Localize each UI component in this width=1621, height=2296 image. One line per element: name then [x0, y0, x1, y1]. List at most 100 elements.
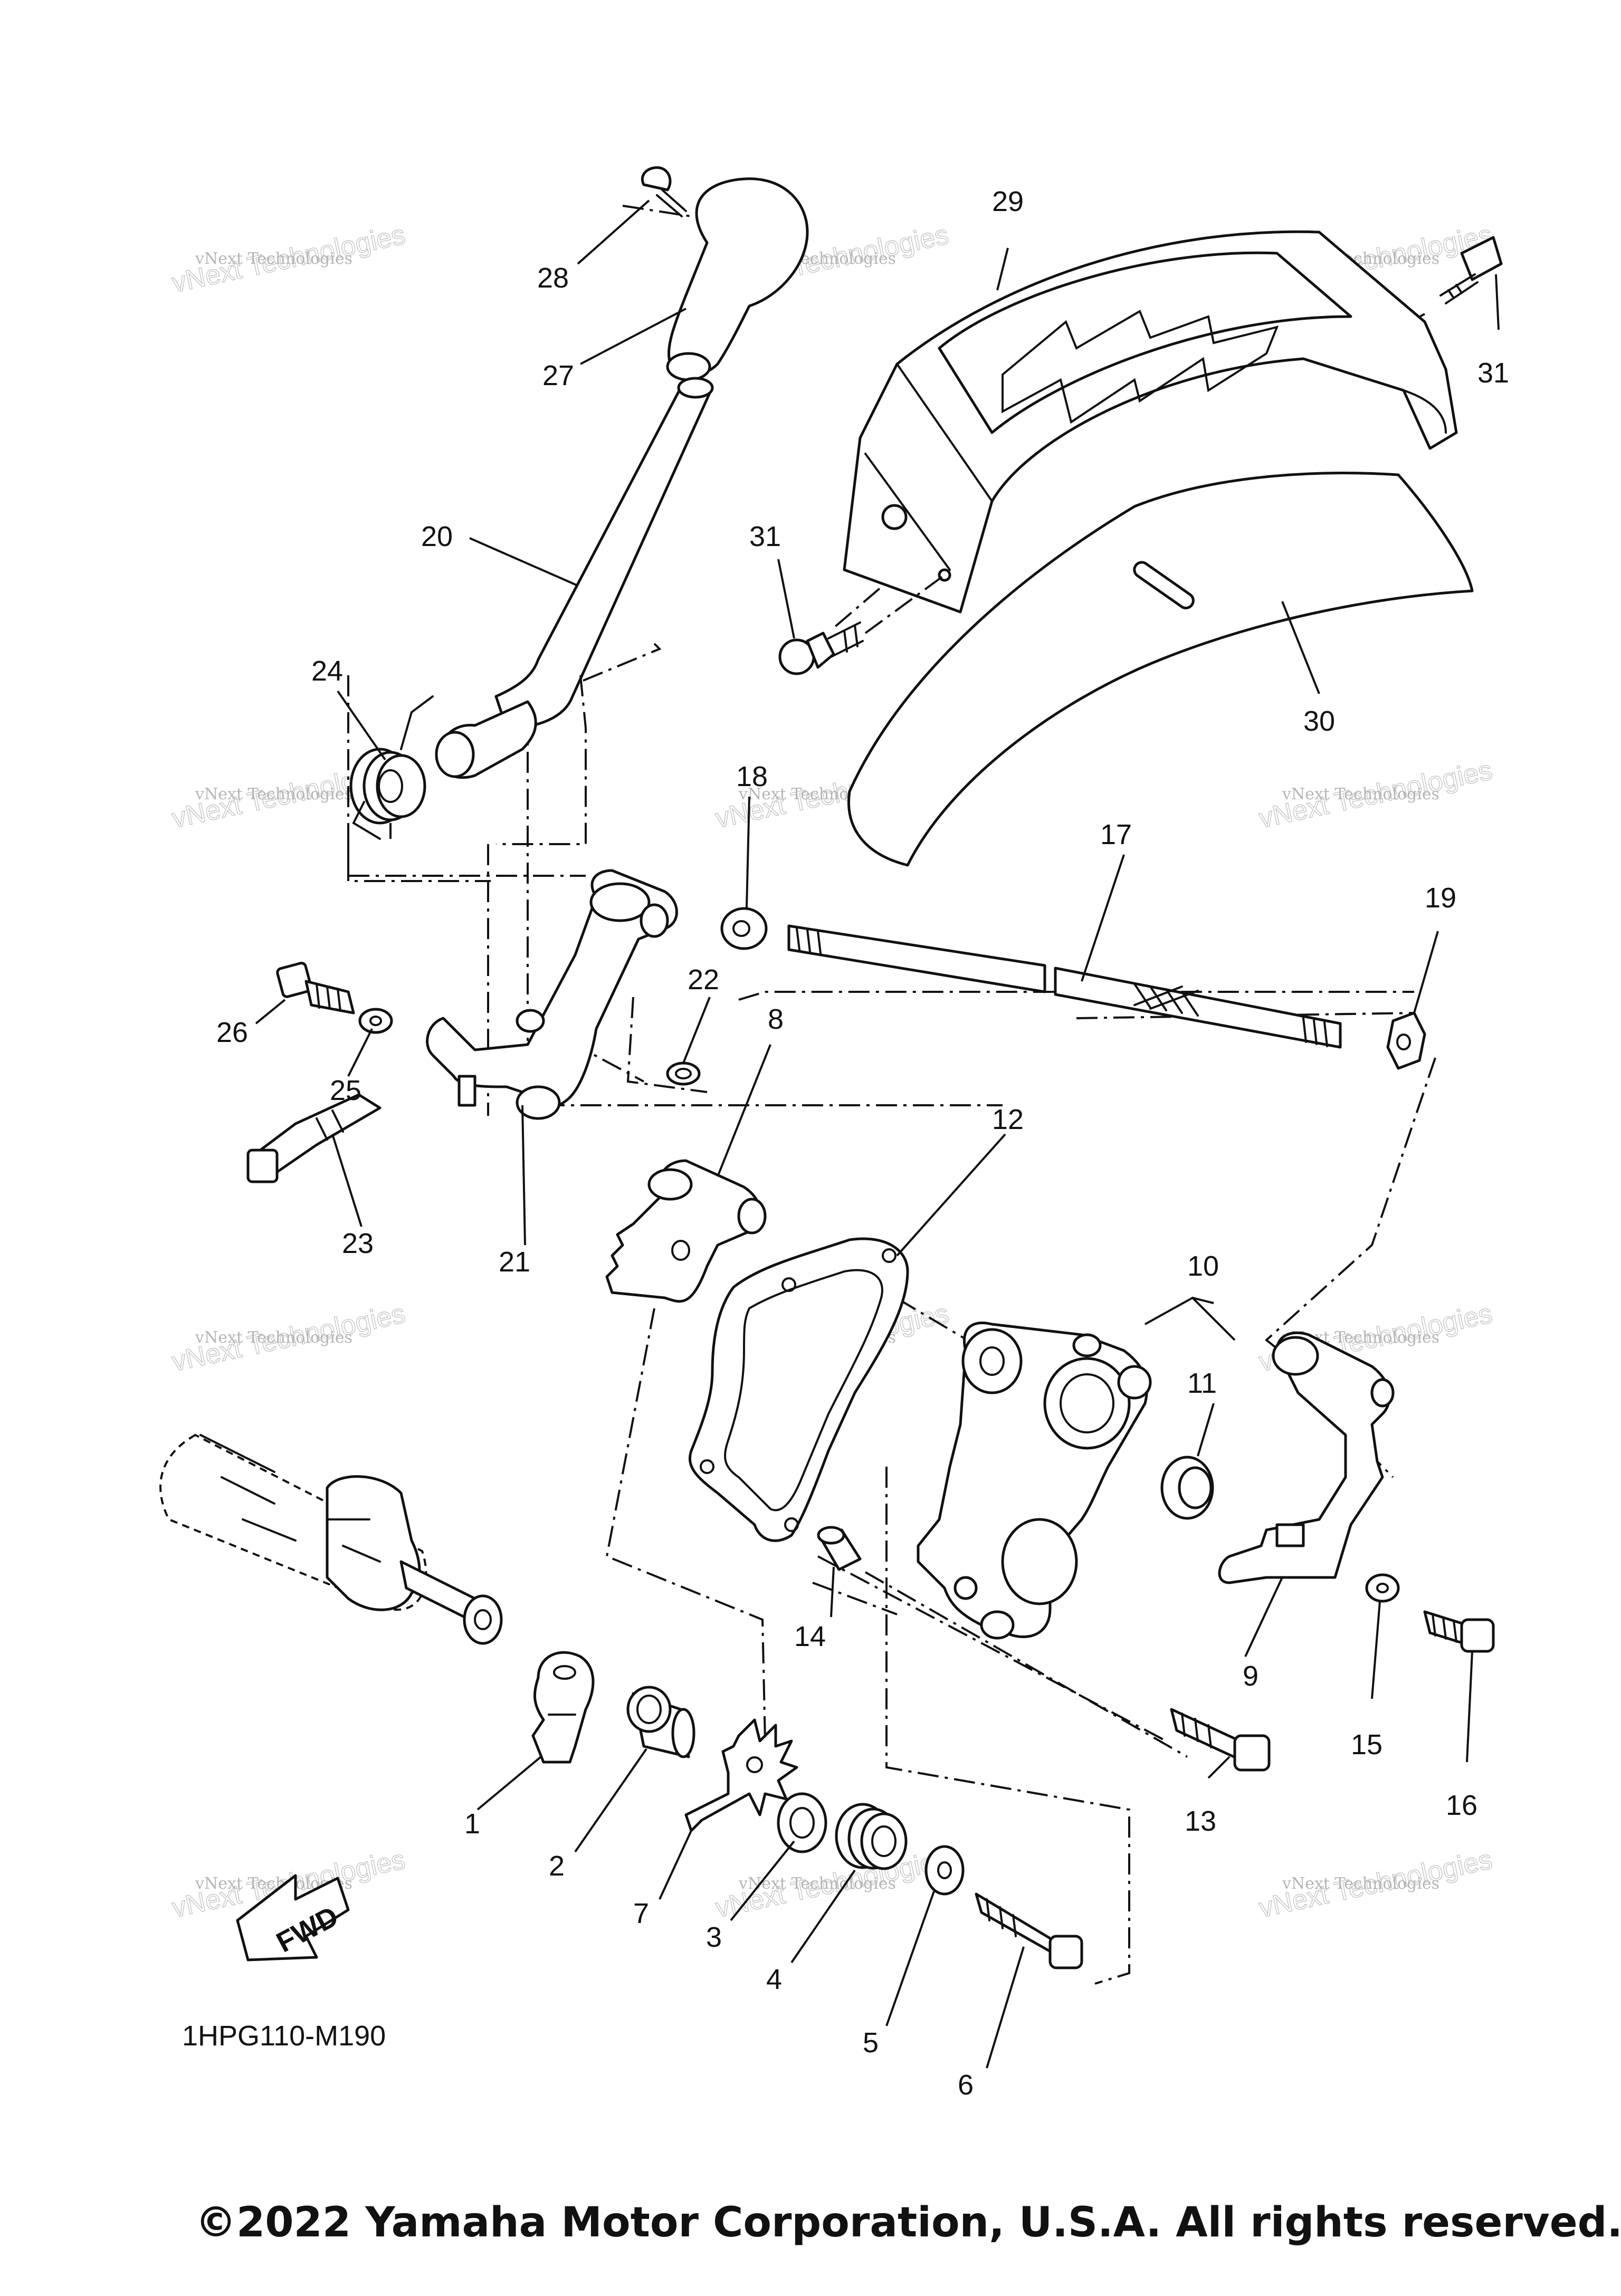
- part-17-shift-rod: [787, 924, 1342, 1049]
- leader-line: [777, 559, 795, 639]
- part-15-washer: [1365, 1573, 1400, 1603]
- part-26-bolt: [276, 961, 355, 1015]
- part-16-bolt: [1423, 1610, 1495, 1653]
- diagram-reference-code: 1HPG110-M190: [182, 2020, 386, 2052]
- leader-line: [1466, 1651, 1473, 1763]
- part-label: 20: [421, 521, 453, 552]
- part-label: 24: [311, 655, 343, 687]
- part-label: 9: [1243, 1660, 1258, 1692]
- part-label: 5: [863, 2027, 879, 2059]
- part-14-dowel: [817, 1526, 862, 1571]
- leader-line: [1145, 1296, 1236, 1341]
- fwd-arrow-icon: FWD: [236, 1874, 350, 1962]
- assembly-line: [865, 1571, 1188, 1758]
- assembly-line: [347, 823, 491, 882]
- part-label: 30: [1303, 705, 1335, 737]
- part-21-lever-arm: [426, 869, 678, 1120]
- part-4-spring: [835, 1803, 908, 1870]
- part-label: 16: [1446, 1790, 1477, 1821]
- leader-line: [469, 537, 578, 587]
- part-label: 17: [1100, 819, 1132, 850]
- shift-drum: [159, 1433, 503, 1645]
- watermark: vNext Technologies vNext Technologies: [169, 219, 408, 299]
- part-label: 7: [633, 1898, 649, 1929]
- watermark-text: vNext Technologies: [195, 1328, 352, 1347]
- part-label: 19: [1425, 882, 1456, 914]
- leader-line: [255, 999, 286, 1025]
- assembly-line: [864, 574, 946, 634]
- part-30-lower-cover: [847, 472, 1474, 867]
- leader-line: [1207, 1756, 1231, 1779]
- part-label: 3: [706, 1921, 722, 1953]
- leader-line: [896, 1133, 1006, 1257]
- leader-line: [717, 1044, 771, 1177]
- leader-line: [577, 199, 650, 265]
- leader-line: [790, 1869, 856, 1964]
- assembly-line: [496, 675, 587, 845]
- leader-line: [996, 247, 1009, 291]
- part-label: 22: [688, 964, 719, 996]
- part-23-pivot-bolt: [246, 1093, 382, 1183]
- leader-line: [659, 1830, 692, 1900]
- leader-line: [746, 796, 750, 908]
- part-label: 27: [542, 360, 574, 391]
- part-label: 10: [1187, 1250, 1219, 1282]
- part-27-shift-knob: [666, 177, 809, 381]
- leader-line: [1281, 601, 1320, 694]
- part-label: 15: [1351, 1729, 1382, 1761]
- leader-line: [730, 1840, 795, 1921]
- assembly-line: [605, 1308, 766, 1742]
- part-1-stopper: [531, 1651, 595, 1764]
- part-25-washer: [358, 1008, 393, 1034]
- leader-line: [580, 308, 686, 365]
- leader-line: [331, 1134, 363, 1227]
- part-3-washer: [777, 1792, 827, 1853]
- part-7-star-gear: [684, 1718, 798, 1832]
- part-label: 29: [992, 186, 1024, 217]
- watermark: vNext Technologies vNext Technologies: [712, 1844, 952, 1924]
- part-2-collar: [626, 1686, 695, 1758]
- assembly-line: [626, 997, 708, 1093]
- part-6-bolt: [975, 1892, 1083, 1969]
- part-label: 23: [342, 1228, 374, 1259]
- watermark-text: vNext Technologies: [195, 250, 352, 268]
- part-22-circlip: [666, 1061, 701, 1086]
- leader-line: [682, 997, 711, 1064]
- assembly-line: [1264, 1057, 1436, 1362]
- part-10-cover-housing: [917, 1321, 1152, 1640]
- part-11-oil-seal: [1160, 1456, 1214, 1520]
- part-28-screw: [641, 166, 687, 217]
- part-12-gasket: [688, 1237, 909, 1542]
- assembly-line: [583, 643, 662, 682]
- part-31-bolt-left: [778, 574, 946, 675]
- part-label: 18: [736, 761, 768, 792]
- part-label: 28: [537, 262, 569, 294]
- leader-line: [1192, 1297, 1214, 1304]
- assembly-line: [817, 1555, 1167, 1742]
- part-13-bolt: [1170, 1708, 1271, 1772]
- part-9-shift-arm: [1218, 1331, 1395, 1584]
- part-label: 31: [1477, 357, 1509, 389]
- part-24-spring: [349, 695, 434, 840]
- part-label: 1: [464, 1808, 480, 1840]
- part-8-shift-sector: [605, 1159, 767, 1303]
- part-label: 6: [958, 2069, 974, 2101]
- watermark: vNext Technologies vNext Technologies: [1256, 1844, 1495, 1924]
- part-label: 12: [992, 1104, 1024, 1135]
- leader-line: [347, 1028, 373, 1077]
- leader-line: [1495, 274, 1500, 330]
- copyright-notice: ©2022 Yamaha Motor Corporation, U.S.A. A…: [195, 2199, 1621, 2246]
- part-label: 11: [1187, 1367, 1217, 1399]
- leader-line: [1371, 1601, 1381, 1699]
- leader-line: [476, 1756, 542, 1811]
- watermark: vNext Technologies vNext Technologies: [1256, 754, 1495, 835]
- part-label: 8: [768, 1003, 784, 1035]
- leader-line: [521, 1105, 526, 1246]
- leader-line: [986, 1946, 1025, 2069]
- part-label: 21: [499, 1246, 530, 1278]
- part-label: 13: [1185, 1805, 1216, 1837]
- leader-line: [574, 1748, 647, 1853]
- leader-lines: [255, 199, 1500, 2069]
- watermark-text: vNext Technologies: [195, 785, 352, 803]
- watermark-text: vNext Technologies: [738, 1874, 896, 1893]
